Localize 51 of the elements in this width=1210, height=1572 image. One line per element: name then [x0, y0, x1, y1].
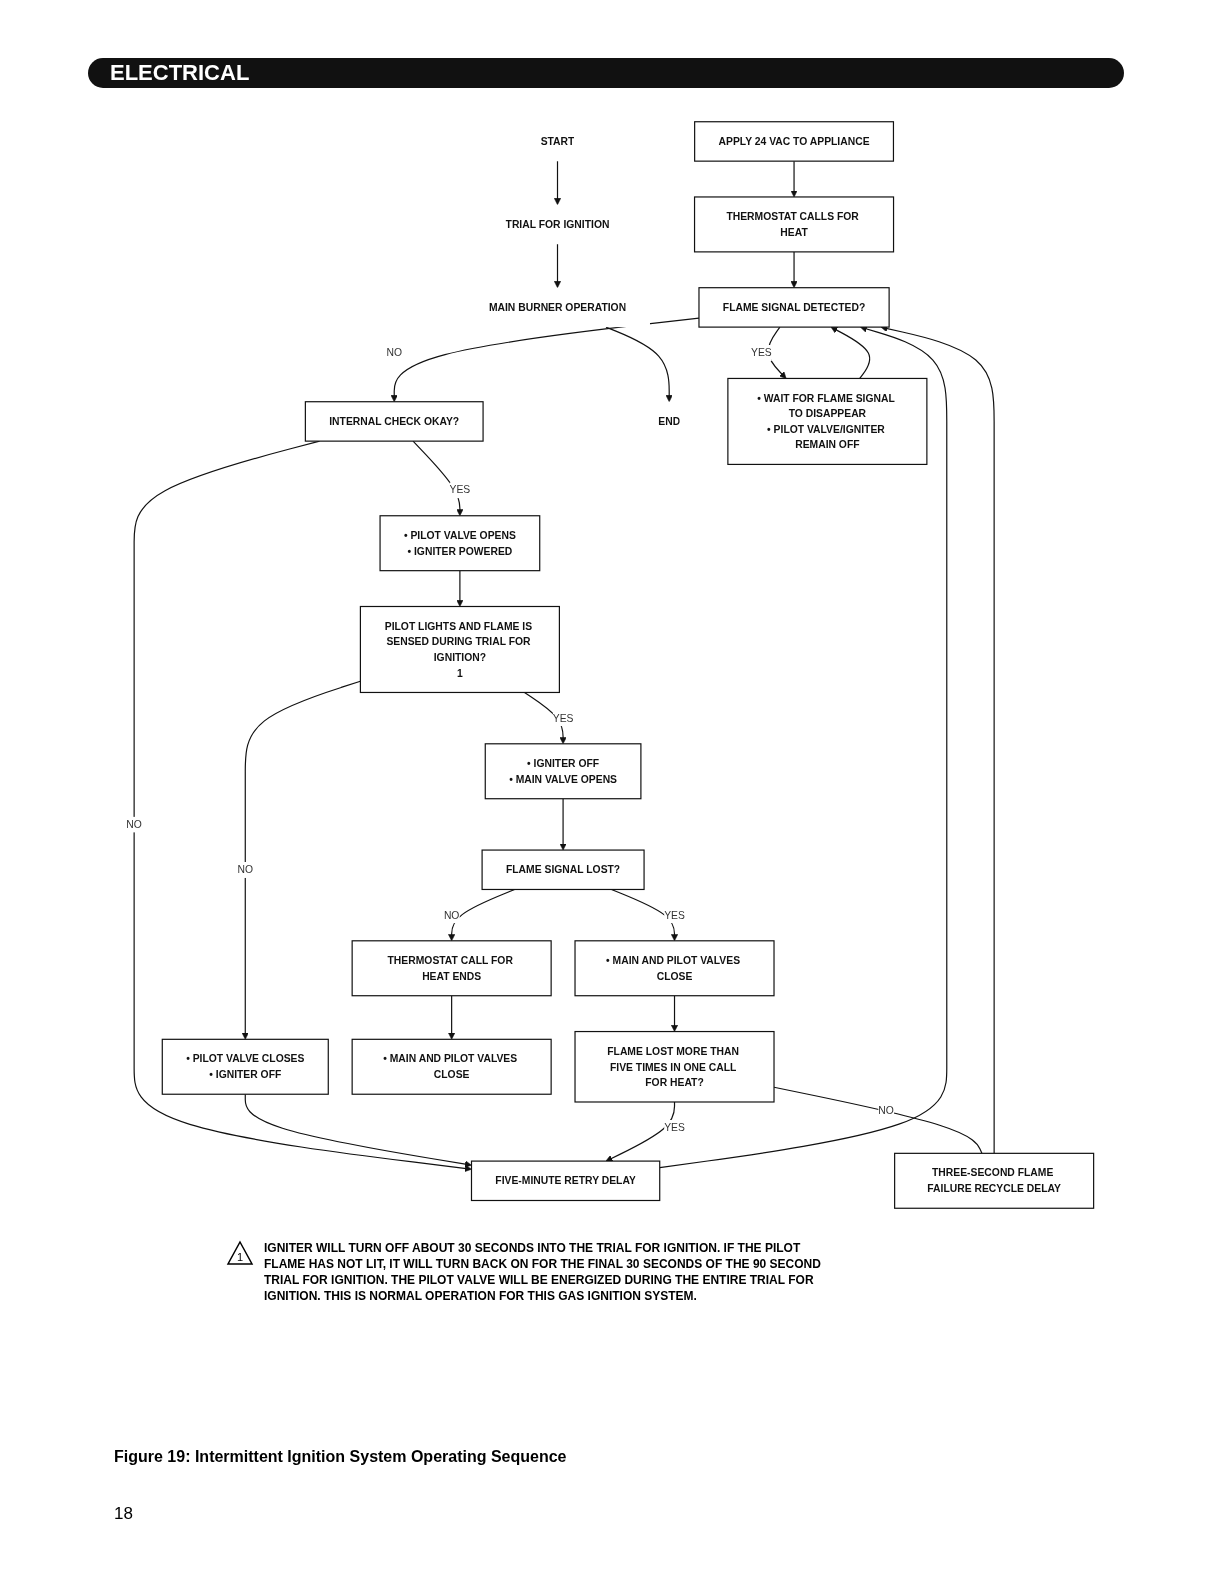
node-box: INTERNAL CHECK OKAY?: [304, 401, 484, 442]
node-box: FLAME LOST MORE THAN FIVE TIMES IN ONE CALL FOR HEAT?: [574, 1030, 775, 1103]
node-box: THERMOSTAT CALLS FOR HEAT: [693, 196, 895, 253]
arrow: [244, 1093, 472, 1168]
footnote-text: IGNITER WILL TURN OFF ABOUT 30 SECONDS INTO THE TRIAL FOR IGNITION. IF THE PILOT FLAME HAS NOT LIT, IT WILL TURN BACK ON FOR THE FINAL 30 SECONDS OF THE 90 SECOND TRIAL FOR IGNITION. THE PILOT VALVE WILL BE ENERGIZED DURING THE ENTIRE TRIAL FOR IGNITION. THIS IS NORMAL OPERATION FOR THIS GAS IGNITION SYSTEM.: [264, 1240, 822, 1304]
arrow: [880, 325, 995, 1154]
arrow: [554, 160, 561, 206]
node-box: FLAME SIGNAL LOST?: [481, 849, 645, 891]
arrow: [241, 680, 361, 1040]
node-box: FIVE-MINUTE RETRY DELAY: [470, 1160, 661, 1202]
node-box: • MAIN AND PILOT VALVES CLOSE: [351, 1038, 552, 1095]
arrow: [830, 326, 871, 380]
edge-label: NO: [878, 1104, 894, 1117]
arrow: [456, 570, 464, 607]
arrow: [523, 691, 567, 745]
node-box: • PILOT VALVE CLOSES • IGNITER OFF: [161, 1038, 329, 1095]
node-box: THREE-SECOND FLAME FAILURE RECYCLE DELAY: [894, 1152, 1095, 1209]
arrow: [559, 798, 567, 851]
arrow: [790, 251, 798, 288]
edge-label: NO: [443, 908, 460, 921]
node-box: APPLY 24 VAC TO APPLIANCE: [694, 121, 895, 162]
edge-label: NO: [237, 863, 254, 876]
edge-label: YES: [449, 483, 471, 496]
node-box: • WAIT FOR FLAME SIGNAL TO DISAPPEAR • PILOT VALVE/IGNITER REMAIN OFF: [727, 377, 928, 465]
arrow: [767, 326, 787, 379]
edge-label: YES: [751, 346, 772, 359]
section-header-band: ELECTRICAL: [88, 58, 1124, 88]
arrow: [412, 440, 464, 517]
arrow: [605, 1101, 676, 1162]
arrow: [554, 243, 561, 288]
arrow: [790, 160, 798, 198]
note-triangle-icon: 1: [226, 1240, 254, 1266]
node-box: • MAIN AND PILOT VALVES CLOSE: [574, 940, 775, 997]
arrow: [133, 440, 472, 1172]
edge-label: YES: [664, 1121, 685, 1134]
node-box: THERMOSTAT CALL FOR HEAT ENDS: [351, 940, 552, 997]
node-box: • PILOT VALVE OPENS • IGNITER POWERED: [379, 515, 541, 572]
edge-label: YES: [664, 908, 685, 921]
edge-label: NO: [386, 346, 402, 359]
node-text: END: [658, 415, 681, 428]
node-box: FLAME SIGNAL DETECTED?: [698, 287, 890, 328]
page-number: 18: [114, 1504, 133, 1524]
arrow: [671, 995, 678, 1032]
arrow: [448, 995, 456, 1040]
node-text: TRIAL FOR IGNITION: [505, 218, 610, 231]
edge-label: NO: [126, 818, 142, 831]
figure-caption: Figure 19: Intermittent Ignition System Operating Sequence: [114, 1448, 567, 1466]
node-box: PILOT LIGHTS AND FLAME IS SENSED DURING TRIAL FOR IGNITION? 1: [359, 605, 560, 694]
edge-label: YES: [552, 711, 574, 724]
node-text: START: [540, 135, 575, 148]
node-box: • IGNITER OFF • MAIN VALVE OPENS: [484, 743, 642, 800]
